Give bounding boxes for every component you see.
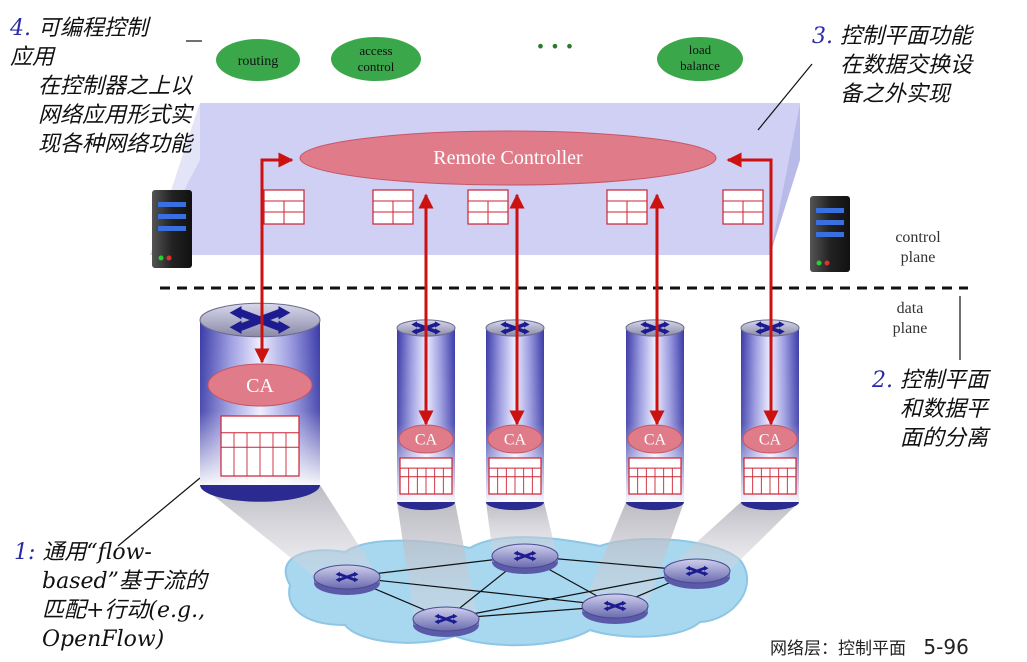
- switch-projection-beams: [200, 485, 799, 619]
- annotation-4-line1: 可编程控制: [38, 16, 149, 41]
- server-icon-right: [810, 196, 850, 272]
- control-flow-table-4: [606, 189, 648, 225]
- leader-line-3: [757, 63, 813, 131]
- annotation-2-line2: 和数据平: [900, 397, 989, 423]
- data-plane-label-line1: data: [897, 300, 924, 317]
- ca-label-3: CA: [504, 432, 527, 449]
- annotation-plane-separation: 2. 控制平面 和数据平 面的分离: [872, 366, 988, 453]
- router-5: [581, 593, 649, 624]
- ca-label-1: CA: [246, 375, 274, 397]
- flow-switches: CA CA CA CA CA: [199, 302, 800, 511]
- annotation-control-outside: 3. 控制平面功能 在数据交换设 备之外实现: [812, 22, 972, 109]
- projection-beam-5: [665, 502, 799, 571]
- projection-beam-4: [583, 502, 684, 606]
- app-routing[interactable]: routing: [216, 39, 300, 81]
- annotation-4-line3: 在控制器之上以: [38, 74, 193, 100]
- network-routers: [313, 543, 731, 637]
- app-access-control-label-line1: access: [359, 43, 392, 58]
- annotation-1-line4: OpenFlow): [42, 627, 165, 653]
- router-cross-icon-5: [603, 600, 627, 612]
- ca-label-2: CA: [415, 432, 438, 449]
- annotation-programmable-apps: 4. 可编程控制 应用 在控制器之上以 网络应用形式实 现各种网络功能: [10, 14, 192, 159]
- annotation-2-number: 2.: [872, 368, 893, 393]
- slide-footer: 网络层：控制平面 5-96: [770, 634, 969, 659]
- annotation-4-number: 4.: [10, 16, 31, 41]
- remote-controller: Remote Controller: [299, 130, 717, 186]
- switch-flow-table-4: [628, 457, 682, 495]
- annotation-2-line1: 控制平面: [900, 368, 989, 393]
- remote-controller-label: Remote Controller: [433, 147, 583, 169]
- ca-agent-1: [207, 363, 313, 407]
- control-plane-label-line2: plane: [901, 249, 936, 266]
- control-flow-table-1: [263, 189, 305, 225]
- switch-flow-table-5: [743, 457, 797, 495]
- annotation-1-line3: 匹配+行动(e.g.,: [42, 598, 206, 624]
- app-access-control[interactable]: access control: [331, 37, 421, 81]
- control-flow-table-3: [467, 189, 509, 225]
- app-load-balance[interactable]: load balance: [657, 37, 743, 81]
- switch-flow-table-2: [399, 457, 453, 495]
- switch-flow-table-1: [220, 415, 300, 477]
- router-4: [412, 606, 480, 637]
- control-flow-table-5: [722, 189, 764, 225]
- app-load-balance-label-line1: load: [689, 42, 712, 57]
- annotation-2-line3: 面的分离: [900, 426, 989, 452]
- annotation-1-number: 1:: [14, 540, 36, 565]
- control-arrow-5: [726, 152, 779, 426]
- network-link-9: [445, 570, 698, 620]
- flow-switch-1: CA: [199, 302, 321, 502]
- annotation-flow-based: 1: 通用“flow- based”基于流的 匹配+行动(e.g., OpenF…: [14, 538, 207, 654]
- control-arrows: [254, 152, 779, 426]
- annotation-1-line1: 通用“flow-: [42, 540, 152, 565]
- server-icon-left: [152, 190, 192, 268]
- router-2: [491, 543, 559, 574]
- control-plane-label-line1: control: [895, 229, 941, 246]
- app-access-control-label-line2: control: [358, 59, 395, 74]
- footer-section: 网络层：控制平面: [770, 639, 906, 659]
- router-cross-icon-1: [335, 571, 359, 583]
- projection-beam-1: [200, 485, 379, 577]
- annotation-3-line1: 控制平面功能: [840, 24, 973, 49]
- switch-flow-table-3: [488, 457, 542, 495]
- router-3: [663, 558, 731, 589]
- data-plane-label-line2: plane: [893, 320, 928, 337]
- annotation-4-line2: 应用: [10, 45, 55, 71]
- annotation-4-line5: 现各种网络功能: [38, 132, 193, 158]
- flow-switch-4: CA: [625, 319, 685, 511]
- control-flow-table-2: [372, 189, 414, 225]
- app-load-balance-label-line2: balance: [680, 58, 720, 73]
- control-arrow-1: [254, 152, 294, 364]
- annotation-3-line2: 在数据交换设: [840, 53, 973, 79]
- leader-line-1: [117, 477, 201, 547]
- router-cross-icon-2: [513, 550, 537, 562]
- app-routing-label: routing: [238, 54, 278, 69]
- projection-beam-2: [397, 502, 478, 619]
- flow-switch-3: CA: [485, 319, 545, 511]
- router-cross-icon-4: [434, 613, 458, 625]
- projection-beam-3: [486, 502, 557, 556]
- router-cross-icon-3: [685, 565, 709, 577]
- apps-ellipsis: • • •: [536, 37, 574, 56]
- annotation-3-number: 3.: [812, 24, 833, 49]
- annotation-4-line4: 网络应用形式实: [38, 103, 193, 129]
- page-number: 5-96: [923, 635, 969, 659]
- annotation-3-line3: 备之外实现: [840, 82, 951, 108]
- annotation-1-line2: based”基于流的: [42, 569, 207, 595]
- ca-label-5: CA: [759, 432, 782, 449]
- ca-label-4: CA: [644, 432, 667, 449]
- router-1: [313, 564, 381, 595]
